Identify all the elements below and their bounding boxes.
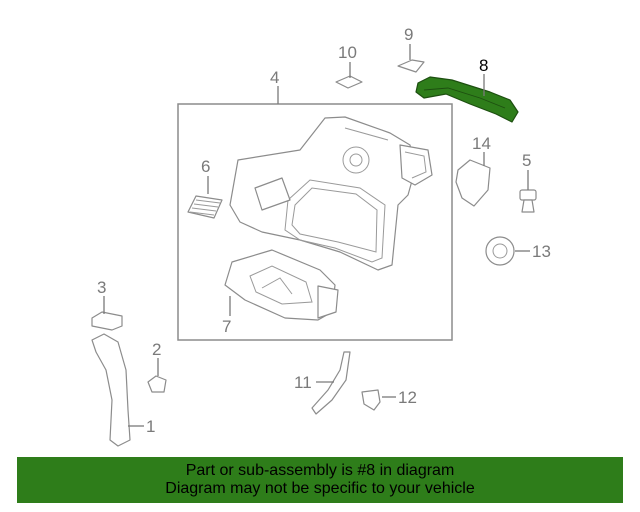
callout-6: 6 <box>201 157 210 176</box>
callout-1: 1 <box>146 417 155 436</box>
part-4-quarter-trim-panel[interactable] <box>229 116 433 271</box>
parts-diagram: 4 6 7 8 9 10 14 5 13 3 2 1 11 12 <box>91 25 551 447</box>
part-9-clip[interactable] <box>397 59 425 73</box>
part-10-fastener[interactable] <box>335 75 363 89</box>
part-11-strip[interactable] <box>311 351 351 415</box>
callout-3: 3 <box>97 278 106 297</box>
banner-line-1: Part or sub-assembly is #8 in diagram <box>185 462 455 479</box>
part-2-clip[interactable] <box>147 375 167 393</box>
part-8-highlighted[interactable] <box>415 76 519 123</box>
callout-7: 7 <box>222 317 231 336</box>
callout-14: 14 <box>472 134 491 153</box>
part-1-pillar-trim[interactable] <box>91 333 131 447</box>
callout-5: 5 <box>522 151 531 170</box>
callout-10: 10 <box>338 43 357 62</box>
callout-2: 2 <box>152 340 161 359</box>
callout-13: 13 <box>532 242 551 261</box>
part-5-push-pin[interactable] <box>519 189 537 213</box>
info-banner: Part or sub-assembly is #8 in diagram Di… <box>17 457 623 503</box>
part-12-clip[interactable] <box>361 389 381 411</box>
part-13-grommet[interactable] <box>485 236 515 266</box>
callout-9: 9 <box>404 25 413 44</box>
part-3-cap[interactable] <box>91 311 123 331</box>
leader-lines <box>103 44 530 427</box>
callout-11: 11 <box>294 373 312 392</box>
part-6-vent-grille[interactable] <box>187 195 223 219</box>
callout-8: 8 <box>479 56 488 75</box>
assembly-frame <box>177 103 453 341</box>
callout-4: 4 <box>270 68 279 87</box>
part-7-storage-tray[interactable] <box>224 249 339 321</box>
banner-line-2: Diagram may not be specific to your vehi… <box>165 480 475 497</box>
part-14-cover[interactable] <box>455 159 491 207</box>
callout-12: 12 <box>398 388 417 407</box>
